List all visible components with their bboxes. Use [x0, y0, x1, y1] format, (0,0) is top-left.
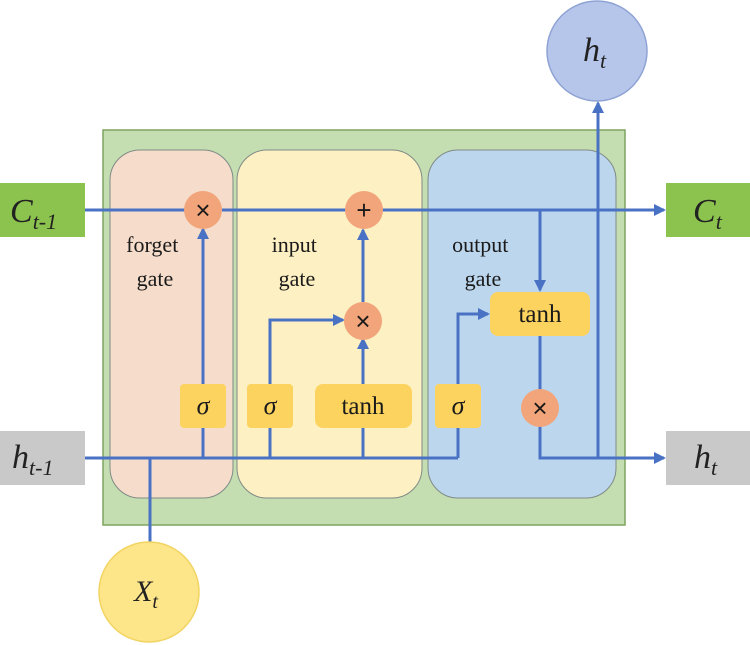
svg-text:×: ×: [355, 306, 370, 336]
h-next-label: ht: [666, 431, 750, 485]
svg-text:ht: ht: [694, 439, 718, 480]
output-gate-label: output gate: [452, 232, 514, 291]
h-prev-label: ht-1: [0, 431, 85, 485]
svg-text:Xt: Xt: [133, 575, 158, 613]
output-mult-to-ht: [538, 426, 666, 464]
svg-text:ht-1: ht-1: [12, 439, 53, 480]
c-prev-label: Ct-1: [0, 183, 85, 237]
h-top-node: ht: [546, 0, 648, 102]
svg-text:tanh: tanh: [341, 393, 385, 420]
svg-text:tanh: tanh: [518, 301, 562, 328]
svg-text:Ct: Ct: [693, 193, 723, 234]
forget-sigma-box: σ: [180, 384, 226, 428]
output-tanh-box: tanh: [490, 292, 590, 336]
output-sigma-to-tanh: [456, 308, 490, 384]
svg-text:σ: σ: [264, 391, 278, 420]
input-tanh-box: tanh: [315, 384, 412, 428]
svg-text:Ct-1: Ct-1: [10, 193, 57, 234]
svg-text:×: ×: [195, 195, 210, 225]
x-input-node: Xt: [98, 541, 200, 643]
input-multiply-node: ×: [344, 302, 382, 340]
input-sigma-to-mult: [268, 314, 345, 384]
forget-multiply-node: ×: [184, 191, 222, 229]
svg-text:σ: σ: [452, 391, 466, 420]
svg-text:σ: σ: [197, 391, 211, 420]
output-multiply-node: ×: [521, 389, 559, 427]
input-gate-label: input gate: [272, 232, 323, 291]
output-sigma-box: σ: [435, 384, 481, 428]
input-sigma-box: σ: [247, 384, 293, 428]
svg-text:×: ×: [532, 393, 547, 423]
forget-gate-label: forget gate: [126, 232, 184, 291]
c-next-label: Ct: [666, 183, 750, 237]
cell-add-node: +: [345, 191, 383, 229]
svg-text:ht: ht: [583, 32, 607, 73]
input-gate-panel: [236, 149, 423, 499]
svg-text:+: +: [356, 195, 371, 225]
